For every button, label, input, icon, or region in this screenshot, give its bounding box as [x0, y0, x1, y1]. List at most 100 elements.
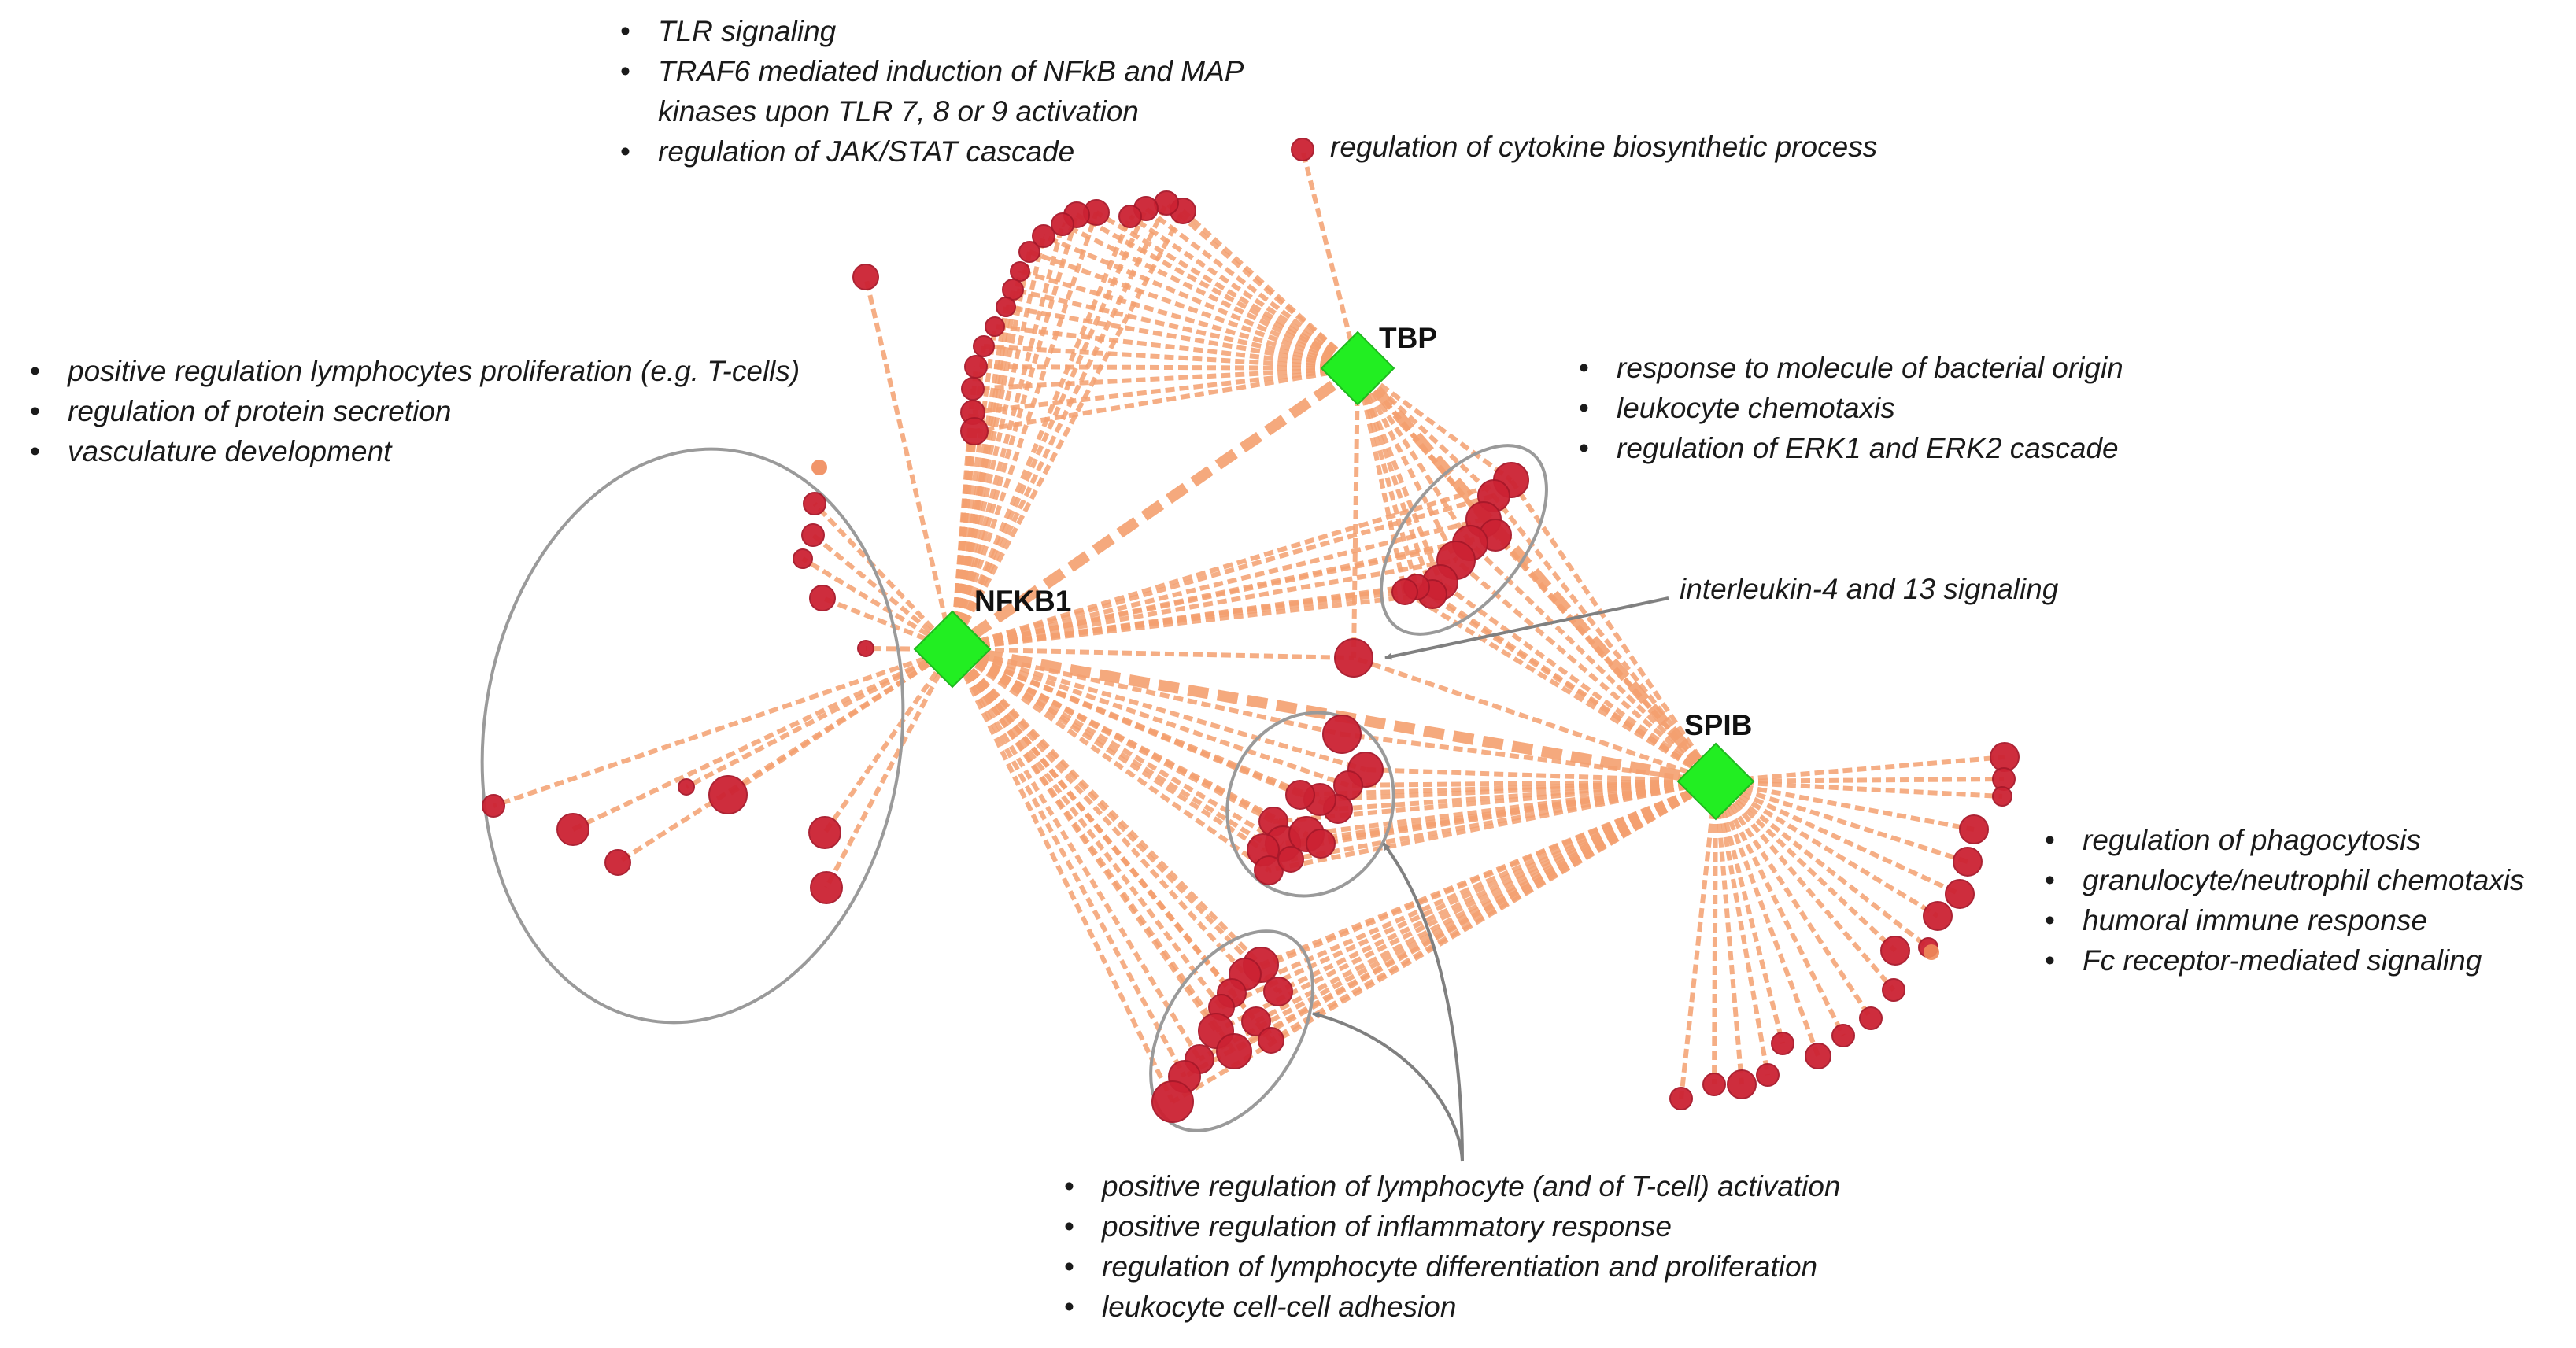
edge — [1353, 656, 1717, 784]
edge — [824, 648, 955, 889]
term-node — [604, 849, 631, 876]
term-node — [1118, 205, 1142, 228]
edge — [801, 556, 954, 652]
edge — [950, 223, 1065, 650]
hub-tbp — [1320, 331, 1395, 406]
term-node — [1277, 846, 1304, 873]
edge — [1713, 781, 1770, 1076]
term-node — [857, 640, 874, 657]
edge — [952, 478, 1512, 652]
edge — [1715, 779, 2003, 799]
annotation-item: positive regulation of inflammatory resp… — [1064, 1206, 1841, 1246]
annotation-item: regulation of phagocytosis — [2045, 820, 2525, 860]
annotation-item: leukocyte cell-cell adhesion — [1064, 1287, 1841, 1327]
edge — [1712, 781, 1718, 1085]
annotation-interleukin: interleukin-4 and 13 signaling — [1680, 573, 2059, 605]
edge — [950, 212, 1099, 650]
term-node — [1322, 715, 1362, 754]
edge — [1028, 249, 1359, 371]
annotation-left: positive regulation lymphocytes prolifer… — [24, 351, 800, 471]
edge — [1714, 779, 1961, 896]
edge — [1714, 779, 1930, 950]
edge — [1715, 755, 2005, 784]
edge — [1181, 209, 1360, 371]
annotation-spib-side: regulation of phagocytosis granulocyte/n… — [2038, 820, 2525, 981]
edge — [1277, 779, 1717, 994]
term-node — [1953, 847, 1983, 877]
edge — [1300, 149, 1360, 369]
edge — [1005, 305, 1358, 371]
edge — [1042, 234, 1359, 371]
term-node — [1702, 1073, 1726, 1096]
edge — [951, 647, 1292, 862]
edge — [1365, 767, 1717, 784]
edge — [1714, 779, 1939, 918]
term-node — [1727, 1069, 1757, 1099]
term-node — [1882, 978, 1905, 1002]
hub-layer — [913, 331, 1755, 821]
term-node — [482, 794, 505, 818]
edge — [950, 648, 1224, 1009]
term-node — [1306, 829, 1336, 859]
edge — [975, 364, 1358, 371]
edge — [1715, 777, 2005, 784]
edge — [1415, 585, 1717, 784]
edge — [1075, 212, 1359, 371]
edge-layer — [493, 149, 2005, 1104]
edge — [1713, 781, 1744, 1085]
arrow-layer — [1312, 596, 1669, 1162]
annotation-cytokine: regulation of cytokine biosynthetic proc… — [1330, 131, 1878, 163]
term-node — [678, 778, 695, 796]
edge — [950, 326, 997, 650]
edge — [950, 648, 1236, 1053]
term-node — [1032, 224, 1055, 248]
edge — [952, 589, 1406, 652]
hub-label-nfkb1: NFKB1 — [974, 585, 1071, 617]
edge — [1454, 558, 1717, 784]
edge — [1715, 779, 1968, 864]
term-node-light — [1924, 944, 1939, 960]
hub-label-spib: SPIB — [1684, 709, 1752, 741]
term-node — [556, 813, 589, 846]
edge — [952, 493, 1495, 652]
term-node-light — [811, 460, 827, 475]
edge — [1341, 732, 1717, 784]
term-node — [808, 816, 841, 849]
annotation-item: humoral immune response — [2045, 900, 2525, 940]
edge — [1290, 779, 1717, 862]
term-node — [1805, 1043, 1831, 1069]
edge — [972, 366, 1358, 391]
hub-label-tbp: TBP — [1379, 322, 1437, 354]
edge — [952, 647, 1343, 737]
term-node — [1669, 1087, 1693, 1110]
annotation-item: regulation of lymphocyte differentiation… — [1064, 1246, 1841, 1287]
edge — [950, 201, 1169, 651]
edge — [974, 366, 1358, 434]
edge — [1713, 781, 1785, 1044]
edge — [1351, 367, 1360, 659]
edge — [1713, 779, 1898, 953]
edge — [1355, 367, 1458, 562]
term-node — [1959, 814, 1989, 844]
hub-edge — [1353, 364, 1720, 785]
edge — [1356, 366, 1513, 482]
edge — [994, 324, 1358, 371]
edge — [1306, 779, 1717, 836]
edge — [1679, 781, 1718, 1099]
annotation-item: leukocyte chemotaxis — [1579, 388, 2123, 428]
annotation-top: TLR signaling TRAF6 mediated induction o… — [614, 11, 1272, 172]
term-node — [1992, 786, 2012, 807]
edge — [950, 648, 1202, 1061]
edge — [950, 648, 1187, 1078]
edge — [1012, 287, 1358, 371]
hub-spib — [1676, 742, 1755, 821]
term-node — [1880, 936, 1910, 966]
term-node — [793, 548, 813, 569]
edge — [951, 647, 1302, 797]
term-node — [1756, 1063, 1780, 1087]
term-node — [1018, 241, 1040, 263]
term-node — [1859, 1006, 1883, 1030]
edge — [952, 647, 1349, 788]
